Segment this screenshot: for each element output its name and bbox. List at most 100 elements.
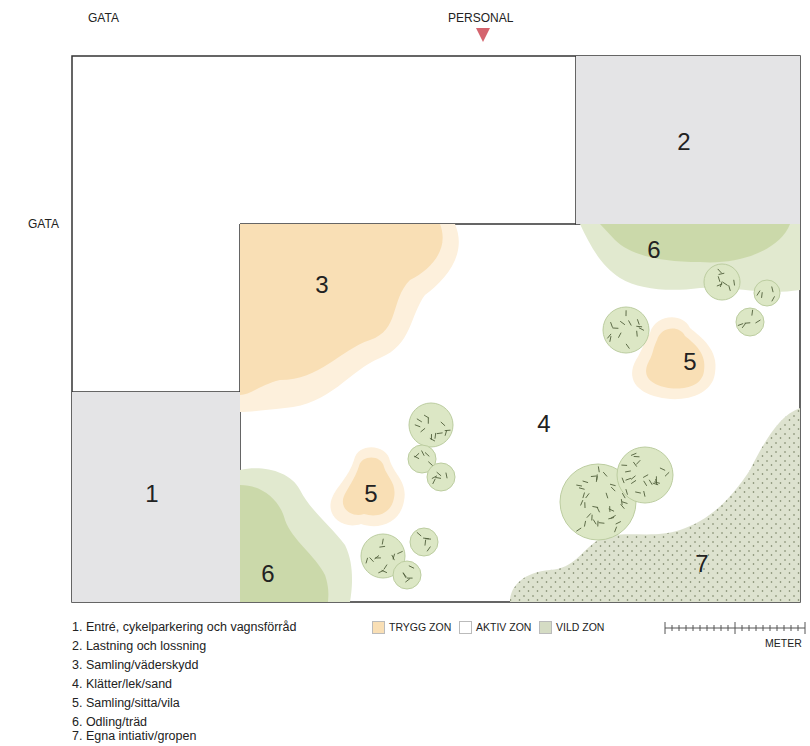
scale-tick xyxy=(791,625,792,631)
tree-dash xyxy=(622,478,624,483)
active-yard: 4635567 xyxy=(240,224,800,602)
zone-fill xyxy=(240,224,459,412)
legend-item: 4. Klätter/lek/sand xyxy=(72,678,172,692)
tree-dash xyxy=(586,494,589,498)
tree-dash xyxy=(415,425,420,427)
tree xyxy=(603,307,649,353)
yard-wall xyxy=(240,224,576,602)
scale-tick xyxy=(679,625,680,631)
tree-dash xyxy=(421,429,425,432)
tree-dash xyxy=(619,333,621,337)
tree-dash xyxy=(610,484,615,485)
tree-dash xyxy=(718,269,721,273)
tree-dash xyxy=(622,465,627,466)
loading-area: 2 xyxy=(576,56,800,224)
tree-dash xyxy=(612,487,616,491)
tree-dash xyxy=(437,472,441,475)
scale-bar xyxy=(665,622,805,634)
tree-dash xyxy=(403,573,405,578)
legend-item: 1. Entré, cykelparkering och vagnsförråd xyxy=(72,621,296,635)
scale-tick xyxy=(672,625,673,631)
zone-number: 3 xyxy=(315,272,328,298)
zone-number: 4 xyxy=(537,411,550,437)
legend-swatch xyxy=(459,621,472,634)
tree-dash xyxy=(626,490,627,495)
scale-tick xyxy=(749,625,750,631)
tree-dash xyxy=(609,509,614,511)
shelter-zone: 3 xyxy=(240,224,470,414)
tree-dash xyxy=(430,439,434,441)
tree-dash xyxy=(631,476,635,479)
tree-dash xyxy=(733,280,735,285)
tree-dash xyxy=(422,451,424,456)
zone-fill xyxy=(510,408,800,602)
tree-dash xyxy=(407,578,412,579)
tree-dash xyxy=(425,540,427,545)
scale-tick xyxy=(777,625,778,631)
scale-tick xyxy=(714,625,715,631)
tree-dash xyxy=(622,502,627,504)
legend-item: 3. Samling/väderskydd xyxy=(72,659,198,673)
tree-dash xyxy=(597,521,598,526)
scale-tick xyxy=(665,622,666,634)
tree-dash xyxy=(636,331,638,336)
zone-fill xyxy=(343,457,395,515)
garden-zone: 6 xyxy=(240,462,358,602)
tree xyxy=(393,561,421,589)
tree-dash xyxy=(738,324,743,326)
zone-number: 2 xyxy=(677,129,690,155)
tree-dash xyxy=(577,485,582,487)
tree-dash xyxy=(756,320,760,323)
tree-dash xyxy=(718,277,720,282)
tree-dash xyxy=(613,328,618,329)
staff-label: PERSONAL xyxy=(448,12,513,25)
tree-dash xyxy=(581,501,583,506)
tree-dash xyxy=(772,297,774,301)
tree-dash xyxy=(375,556,379,559)
garden-zone-shape xyxy=(240,462,358,602)
tree-dash xyxy=(425,453,429,456)
tree-dash xyxy=(649,480,652,484)
loading-wall xyxy=(576,56,800,224)
tree-dash xyxy=(417,533,421,536)
tree-dash xyxy=(644,475,648,477)
legend-swatch xyxy=(539,621,552,634)
tree-dash xyxy=(597,507,599,512)
tree-dash xyxy=(653,483,658,485)
scale-tick xyxy=(707,625,708,631)
legend-label: VILD ZON xyxy=(556,622,604,634)
tree-dash xyxy=(623,494,626,498)
scale-unit: METER xyxy=(765,638,802,650)
zone-number: 5 xyxy=(683,349,696,375)
tree-dash xyxy=(366,558,367,563)
legend-label: TRYGG ZON xyxy=(389,622,451,634)
tree-dash xyxy=(441,422,445,425)
tree-dash xyxy=(626,471,631,473)
tree-dash xyxy=(626,311,627,316)
legend-item: 2. Lastning och lossning xyxy=(72,640,206,654)
tree-dash xyxy=(579,488,584,489)
legend-item: 5. Samling/sitta/vila xyxy=(72,697,180,711)
zone-fill xyxy=(240,485,328,602)
zone-number: 5 xyxy=(364,481,377,507)
scale-tick xyxy=(693,625,694,631)
tree-dash xyxy=(644,481,647,485)
tree-dash xyxy=(406,579,410,582)
zone-number: 6 xyxy=(647,237,660,263)
tree-dash xyxy=(615,527,617,532)
tree-dash xyxy=(585,521,586,526)
tree-dash xyxy=(621,505,624,509)
tree-dash xyxy=(591,515,592,520)
tree-dash xyxy=(604,472,607,476)
entrance-area: 1 xyxy=(72,392,240,602)
scale-tick xyxy=(735,622,736,634)
tree-dash xyxy=(632,481,636,484)
tree-dash xyxy=(616,522,621,524)
tree-dash xyxy=(429,462,433,465)
tree-dash xyxy=(644,491,645,496)
tree-dash xyxy=(596,475,598,480)
tree xyxy=(410,528,438,556)
legend-item: 6. Odling/träd xyxy=(72,716,147,730)
tree-dash xyxy=(591,476,596,478)
tree-dash xyxy=(435,433,437,438)
